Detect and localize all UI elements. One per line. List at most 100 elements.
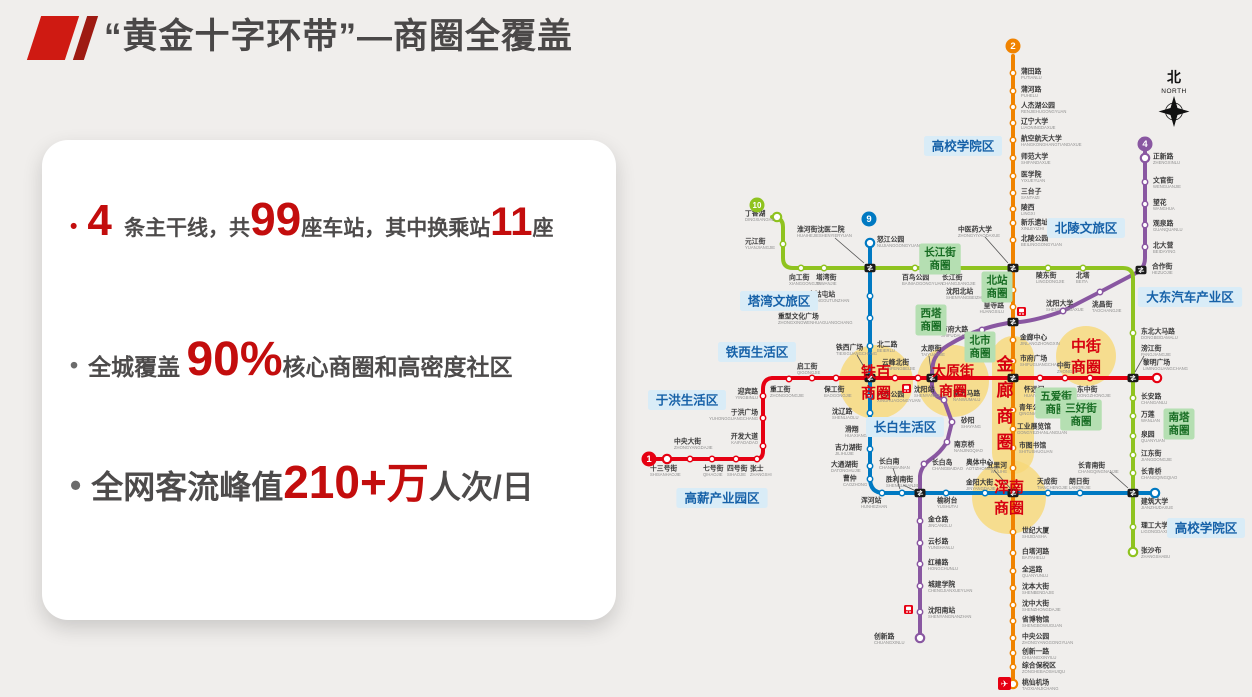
- svg-text:西塔: 西塔: [921, 307, 942, 320]
- station-金仓路: [916, 517, 924, 525]
- station-pinyin: SHIJIDASHA: [1022, 534, 1047, 539]
- svg-text:商圈: 商圈: [930, 259, 951, 272]
- highlight-中街商圈: [1056, 326, 1116, 386]
- station-于洪广场: [759, 414, 767, 422]
- station-pinyin: HUANGGUTUNZHAN: [808, 298, 849, 303]
- station-name: 省博物馆: [1021, 615, 1049, 624]
- station-pinyin: NANJINGQIAO: [954, 448, 984, 453]
- station-pinyin: YUHONGGUANGCHANG: [709, 416, 758, 421]
- station-沈辽路: [866, 409, 874, 417]
- station-name: 长江街: [942, 273, 963, 282]
- station-南五马路: [940, 396, 948, 404]
- station-pinyin: DONGBEIDAMALU: [1141, 335, 1178, 340]
- station-pinyin: LANGRIJIE: [1069, 485, 1091, 490]
- station-东中街: [1086, 374, 1094, 382]
- line-badge-2: 2: [1005, 38, 1021, 54]
- stat-text: 座车站，其中换乘站: [301, 217, 491, 240]
- station-name: 陵东街: [1036, 271, 1057, 280]
- station-pinyin: CHANGBAIDAO: [932, 466, 964, 471]
- station-三台子: [1009, 189, 1017, 197]
- station-pinyin: SHIFUGUANGCHANG: [1020, 362, 1063, 367]
- svg-text:铁百: 铁百: [861, 363, 891, 381]
- station-pinyin: TAOCHANGJIE: [1092, 308, 1122, 313]
- station-张士: [753, 455, 761, 463]
- svg-text:三好街: 三好街: [1065, 402, 1097, 415]
- station-金阳大街: [981, 489, 989, 497]
- station-辽宁大学: [1009, 119, 1017, 127]
- station-name: 创新一路: [1021, 647, 1049, 656]
- station-name: 中央公园: [1022, 632, 1049, 641]
- station-name: 全运路: [1021, 565, 1043, 574]
- station-pinyin: ZHENGXINLU: [1153, 160, 1180, 165]
- station-张沙布: [1127, 546, 1139, 558]
- zone-label-高校学院区: 高校学院区: [924, 136, 1002, 156]
- station-pinyin: YUNFENGBEIJIE: [882, 366, 915, 371]
- station-name: 正新路: [1153, 152, 1174, 161]
- svg-text:北市: 北市: [970, 334, 991, 347]
- station-南京桥: [943, 438, 951, 446]
- station-东北大马路: [1129, 329, 1137, 337]
- station-pinyin: PUTIANLU: [1021, 75, 1042, 80]
- svg-text:中街: 中街: [1071, 337, 1101, 355]
- station-name: 金阳大街: [965, 478, 993, 487]
- station-皇姑屯站: [866, 292, 874, 300]
- station-name: 合作街: [1151, 262, 1173, 271]
- station-name: 沈阳站: [914, 385, 935, 394]
- station-pinyin: TAIYUANJIE: [921, 352, 945, 357]
- svg-text:太原街: 太原街: [932, 363, 974, 379]
- station-name: 北二路: [877, 340, 898, 349]
- station-name: 开发大道: [731, 432, 758, 441]
- highlight-铁百商圈: [839, 345, 913, 419]
- station-pinyin: ZHONGJIE: [1057, 369, 1078, 374]
- station-pinyin: NUJIANGGONGYUAN: [877, 243, 920, 248]
- svg-text:塔湾文旅区: 塔湾文旅区: [748, 294, 811, 309]
- station-保工街: [832, 374, 840, 382]
- svg-text:1: 1: [646, 454, 652, 465]
- station-name: 洮昌街: [1092, 300, 1113, 309]
- station-name: 天成街: [1037, 477, 1058, 486]
- station-name: 兴华公园: [877, 390, 904, 399]
- station-曹仲: [866, 475, 874, 483]
- station-name: 长白南: [879, 457, 900, 466]
- station-中医药大学: [984, 236, 1019, 273]
- station-pinyin: BEITA: [1076, 279, 1088, 284]
- svg-text:商圈: 商圈: [939, 383, 967, 399]
- station-name: 北陵公园: [1021, 234, 1048, 243]
- station-name: 北塔: [1076, 271, 1090, 280]
- station-name: 滂江街: [1141, 344, 1162, 353]
- bullet-marker-icon: •: [70, 215, 78, 238]
- station-pinyin: LIMINGGUANGCHANG: [1143, 366, 1188, 371]
- station-pinyin: TAWANJIE: [816, 281, 837, 286]
- stat-number: 4: [87, 196, 125, 245]
- svg-text:北站: 北站: [987, 274, 1008, 287]
- station-云峰北街: [891, 374, 899, 382]
- station-长青桥: [1129, 469, 1137, 477]
- station-name: 沈辽路: [832, 407, 853, 416]
- station-pinyin: SHENYANGBEIZHAN: [946, 295, 987, 300]
- station-name: 长青南街: [1078, 461, 1105, 470]
- svg-text:商圈: 商圈: [1169, 424, 1190, 437]
- brand-logo-icon: [26, 14, 99, 62]
- station-name: 迎宾路: [738, 387, 759, 396]
- station-pinyin: WENGUANJIE: [1153, 184, 1181, 189]
- station-pinyin: YIXUEYUAN: [1021, 178, 1045, 183]
- station-name: 皇寺路: [984, 301, 1005, 310]
- station-name: 长白岛: [932, 458, 953, 467]
- station-蒲河路: [1009, 87, 1017, 95]
- station-name: 元江街: [745, 237, 766, 246]
- station-市府广场: [1009, 357, 1017, 365]
- station-name: 沈阳南站: [928, 606, 955, 615]
- station-重工街: [785, 375, 793, 383]
- stat-number: 210+: [283, 456, 387, 508]
- station-北大营: [1141, 243, 1149, 251]
- station-pinyin: JINYANGDAJIE: [966, 486, 996, 491]
- station-北二路: [866, 342, 874, 350]
- station-name: 大通湖街: [831, 460, 858, 469]
- station-胜利南街: [902, 484, 926, 498]
- station-师范大学: [1009, 154, 1017, 162]
- station-朗日街: [1076, 489, 1084, 497]
- station-铁西广场: [856, 354, 876, 383]
- station-沈阳南站: [916, 608, 924, 616]
- station-name: 新乐遗址: [1021, 218, 1048, 227]
- station-重型文化广场: [866, 314, 874, 322]
